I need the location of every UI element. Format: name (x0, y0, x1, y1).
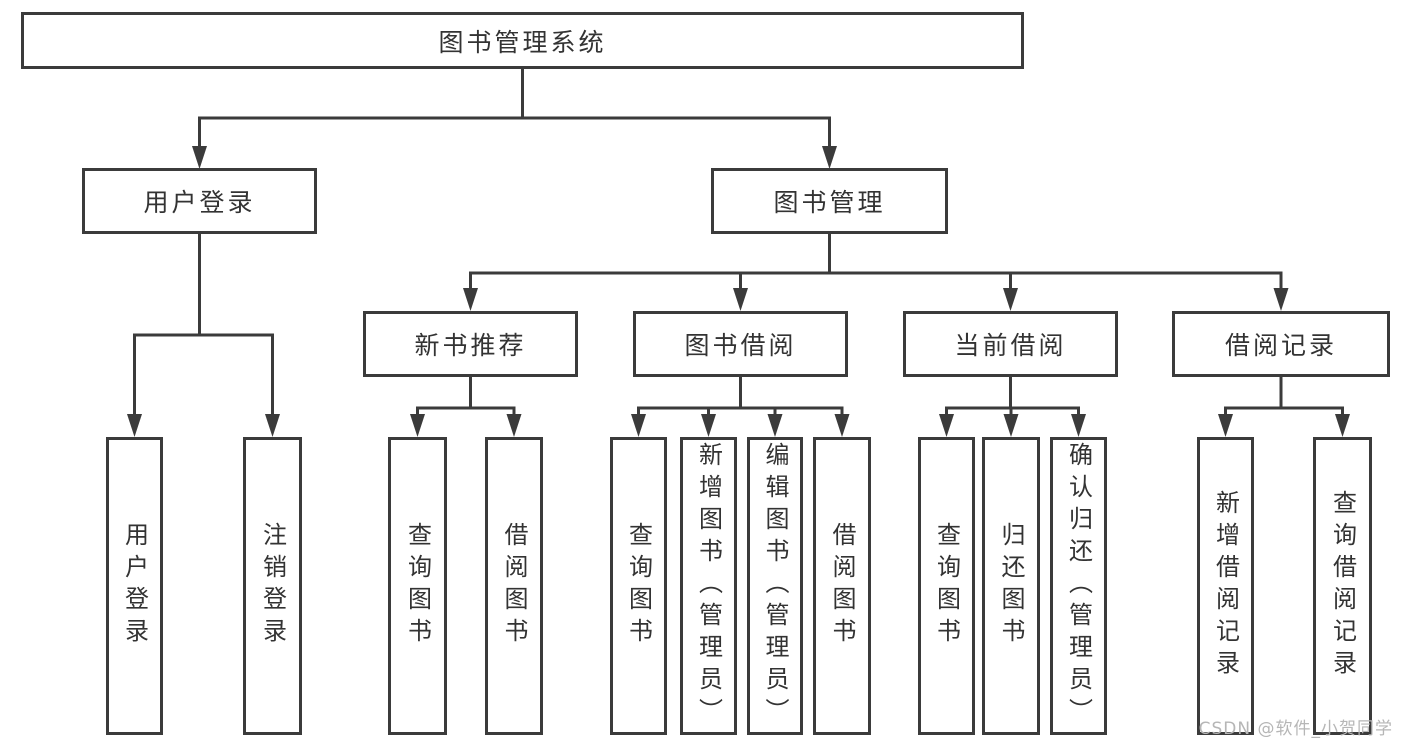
leaf-query-books-recommend: 查询图书 (388, 437, 447, 735)
node-user-login-label: 用户登录 (143, 188, 256, 217)
node-book-borrowing-label: 图书借阅 (684, 331, 797, 360)
node-book-management: 图书管理 (711, 168, 948, 234)
leaf-logout-login-label: 注销登录 (258, 522, 287, 650)
leaf-query-borrow-record: 查询借阅记录 (1313, 437, 1372, 735)
leaf-query-books-current: 查询图书 (918, 437, 975, 735)
node-borrowing-records: 借阅记录 (1172, 311, 1390, 377)
leaf-add-borrow-record: 新增借阅记录 (1197, 437, 1254, 735)
leaf-borrow-books-recommend: 借阅图书 (485, 437, 543, 735)
node-root-label: 图书管理系统 (438, 27, 607, 57)
leaf-query-books-current-label: 查询图书 (932, 522, 961, 650)
leaf-return-books: 归还图书 (982, 437, 1040, 735)
leaf-confirm-return-admin: 确认归还（管理员） (1050, 437, 1107, 735)
leaf-edit-books-admin: 编辑图书（管理员） (747, 437, 803, 735)
leaf-add-books-admin-label: 新增图书（管理员） (694, 442, 723, 730)
node-new-book-recommend: 新书推荐 (363, 311, 578, 377)
node-root: 图书管理系统 (21, 12, 1024, 69)
leaf-edit-books-admin-label: 编辑图书（管理员） (761, 442, 789, 730)
leaf-user-login: 用户登录 (106, 437, 163, 735)
csdn-watermark: CSDN @软件_小贺同学 (1198, 719, 1393, 739)
node-new-book-recommend-label: 新书推荐 (414, 331, 527, 360)
node-user-login: 用户登录 (82, 168, 317, 234)
leaf-borrow-books-borrowing-label: 借阅图书 (828, 522, 856, 650)
leaf-borrow-books-recommend-label: 借阅图书 (500, 522, 528, 650)
leaf-query-books-borrowing: 查询图书 (610, 437, 667, 735)
node-book-borrowing: 图书借阅 (633, 311, 848, 377)
node-book-management-label: 图书管理 (773, 188, 886, 217)
leaf-confirm-return-admin-label: 确认归还（管理员） (1064, 442, 1093, 730)
node-current-borrowing-label: 当前借阅 (954, 331, 1067, 360)
node-current-borrowing: 当前借阅 (903, 311, 1118, 377)
leaf-add-borrow-record-label: 新增借阅记录 (1211, 490, 1240, 682)
leaf-borrow-books-borrowing: 借阅图书 (813, 437, 871, 735)
leaf-query-books-recommend-label: 查询图书 (403, 522, 432, 650)
leaf-query-borrow-record-label: 查询借阅记录 (1328, 490, 1357, 682)
leaf-return-books-label: 归还图书 (997, 522, 1025, 650)
leaf-user-login-label: 用户登录 (120, 522, 149, 650)
leaf-add-books-admin: 新增图书（管理员） (680, 437, 737, 735)
leaf-logout-login: 注销登录 (243, 437, 302, 735)
node-borrowing-records-label: 借阅记录 (1224, 331, 1337, 360)
leaf-query-books-borrowing-label: 查询图书 (624, 522, 653, 650)
